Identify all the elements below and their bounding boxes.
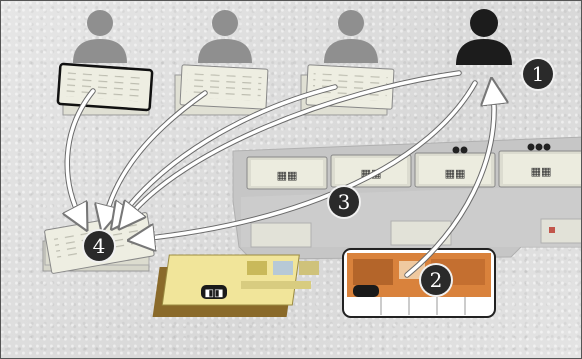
player-hand-1 [58,64,153,115]
step-badge-1: 1 [523,59,553,89]
market-stack-1: ▦▦ [247,157,327,189]
player-avatar-2 [198,10,252,63]
player-avatar-1 [73,10,127,63]
step-badge-2: 2 [421,265,451,295]
svg-text:◧◨: ◧◨ [205,288,224,299]
player-avatar-3 [324,10,378,63]
orange-card [343,249,495,317]
svg-text:▦▦: ▦▦ [277,169,298,182]
step-badge-4: 4 [84,231,114,261]
svg-text:▦▦: ▦▦ [445,167,466,180]
step-badge-3: 3 [329,187,359,217]
yellow-card-stack: ◧◨ [153,255,319,317]
player-avatar-4-active [456,9,512,65]
svg-text:▦▦: ▦▦ [531,165,552,178]
